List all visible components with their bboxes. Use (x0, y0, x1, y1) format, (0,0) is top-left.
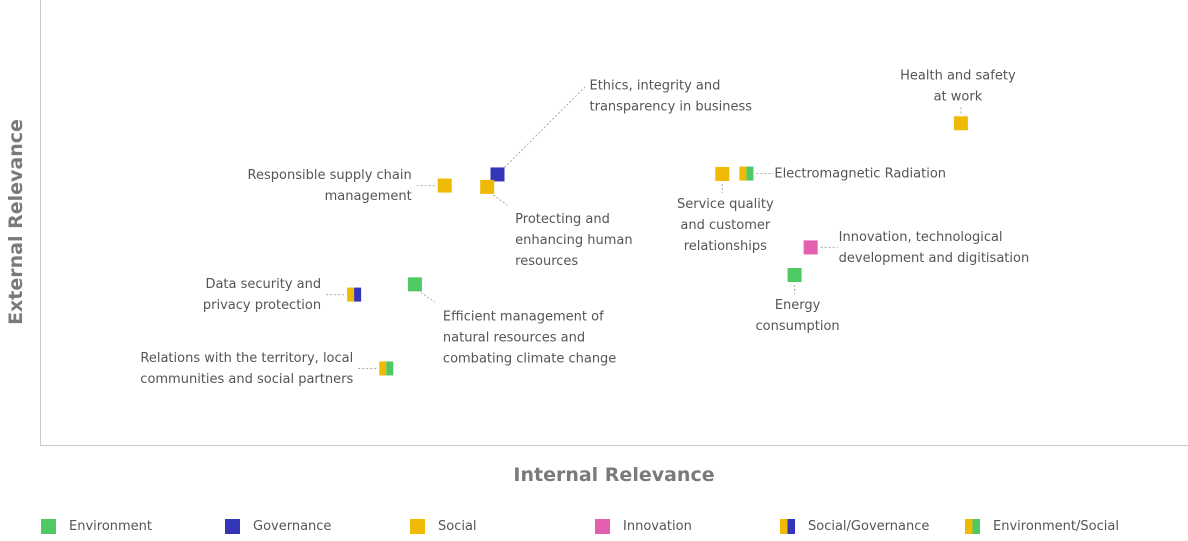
legend-item-environment-social: Environment/Social (965, 519, 1119, 534)
point-label-line: management (325, 189, 412, 204)
point-label: Protecting and enhancing human resources (515, 212, 632, 269)
point-marker (480, 179, 495, 194)
point-label: Relations with the territory, local commu… (140, 351, 353, 387)
data-point-social_governance (347, 287, 362, 302)
legend-label-social-governance: Social/Governance (808, 519, 930, 534)
point-marker-right (386, 361, 394, 376)
point-marker-right (746, 166, 754, 181)
point-label: Health and safety at work (900, 68, 1016, 104)
point-label-line: Health and safety (900, 68, 1016, 83)
data-point-innovation (803, 240, 818, 255)
legend-swatch-environment-social (965, 519, 980, 534)
legend-item-social: Social (410, 519, 477, 534)
data-point-environment_social (379, 361, 394, 376)
label-leader (420, 291, 436, 303)
point-label-line: at work (934, 89, 983, 104)
legend-label-environment-social: Environment/Social (993, 519, 1119, 534)
point-label-line: consumption (755, 319, 839, 334)
point-label-line: Responsible supply chain (248, 168, 412, 183)
point-label-line: combating climate change (443, 351, 616, 366)
point-label-line: privacy protection (203, 298, 321, 313)
point-label: Efficient management of natural resources… (443, 309, 616, 366)
point-label: Electromagnetic Radiation (774, 167, 946, 182)
point-marker (953, 116, 968, 131)
point-label-line: communities and social partners (140, 372, 353, 387)
x-axis-title: Internal Relevance (513, 464, 714, 486)
point-label-line: Ethics, integrity and (590, 78, 721, 93)
legend-swatch-environment (41, 519, 56, 534)
legend-label-environment: Environment (69, 519, 153, 534)
point-label-line: Protecting and (515, 212, 610, 227)
y-axis-title: External Relevance (5, 119, 27, 325)
data-point-social (437, 178, 452, 193)
data-point-environment (787, 268, 802, 283)
point-marker (715, 166, 730, 181)
point-marker (490, 167, 505, 182)
point-label-line: Electromagnetic Radiation (774, 167, 946, 182)
legend-label-governance: Governance (253, 519, 332, 534)
data-point-environment (407, 277, 422, 292)
legend-label-social: Social (438, 519, 477, 534)
legend-swatch-innovation (595, 519, 610, 534)
point-label-line: natural resources and (443, 330, 585, 345)
point-label-line: Energy (775, 298, 821, 313)
point-marker (803, 240, 818, 255)
point-label-line: Innovation, technological (839, 230, 1003, 245)
point-label-line: and customer (680, 218, 770, 233)
point-label: Ethics, integrity and transparency in bus… (590, 78, 753, 114)
point-label: Innovation, technological development and… (839, 230, 1030, 266)
legend-item-innovation: Innovation (595, 519, 692, 534)
legend-item-environment: Environment (41, 519, 152, 534)
point-marker (437, 178, 452, 193)
legend-swatch-social-governance (780, 519, 795, 534)
point-marker-left (379, 361, 387, 376)
legend-item-social-governance: Social/Governance (780, 519, 929, 534)
point-label-line: Service quality (677, 197, 774, 212)
data-point-environment_social (739, 166, 754, 181)
label-leader (492, 194, 508, 206)
data-point-social (480, 179, 495, 194)
point-label-line: Relations with the territory, local (140, 351, 353, 366)
point-label: Service quality and customer relationships (677, 197, 774, 254)
point-marker (787, 268, 802, 283)
point-marker (407, 277, 422, 292)
point-label-line: Efficient management of (443, 309, 604, 324)
point-label-line: relationships (684, 239, 767, 254)
point-label: Data security and privacy protection (203, 277, 321, 313)
point-marker-right (354, 287, 362, 302)
point-label: Energy consumption (755, 298, 839, 334)
point-label-line: transparency in business (590, 99, 753, 114)
legend-item-governance: Governance (225, 519, 331, 534)
point-label-line: Data security and (205, 277, 321, 292)
point-label-line: development and digitisation (839, 251, 1030, 266)
data-points: Health and safety at work Ethics, integrit… (140, 68, 1029, 387)
legend-swatch-social (410, 519, 425, 534)
data-point-governance (490, 167, 505, 182)
point-marker-left (347, 287, 355, 302)
data-point-social (715, 166, 730, 181)
point-label: Responsible supply chain management (248, 168, 412, 204)
point-label-line: enhancing human (515, 233, 632, 248)
point-marker-left (739, 166, 747, 181)
legend-label-innovation: Innovation (623, 519, 692, 534)
point-label-line: resources (515, 254, 578, 269)
legend: Environment Governance Social Innovation… (0, 519, 1188, 541)
data-point-social (953, 116, 968, 131)
label-leader (504, 86, 586, 168)
legend-swatch-governance (225, 519, 240, 534)
